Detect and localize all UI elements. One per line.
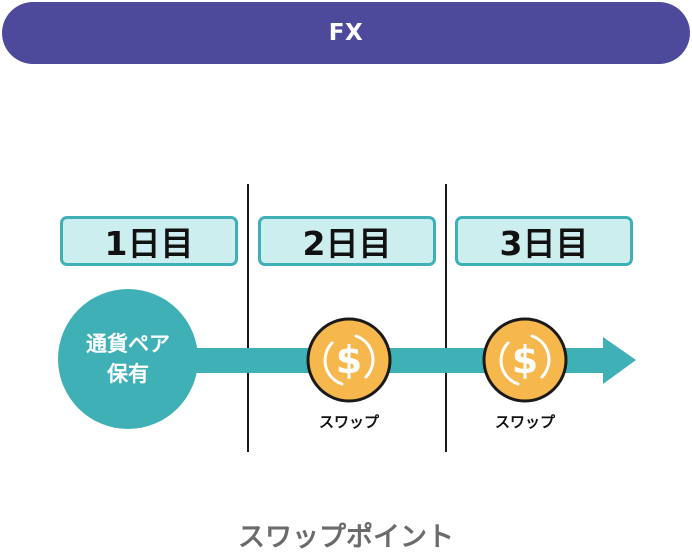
currency-pair-holding-circle: 通貨ペア 保有 — [58, 289, 198, 429]
day-label: 1日目 — [104, 224, 194, 263]
dollar-coin-icon: $ — [306, 317, 392, 403]
holding-label: 通貨ペア 保有 — [86, 332, 170, 386]
svg-text:$: $ — [512, 338, 538, 382]
day-divider — [247, 184, 249, 452]
day-box-2: 2日目 — [258, 216, 436, 266]
header-title: FX — [328, 20, 364, 46]
header-bar: FX — [2, 2, 690, 64]
day-divider — [445, 184, 447, 452]
day-box-1: 1日目 — [60, 216, 238, 266]
svg-text:$: $ — [336, 338, 362, 382]
day-box-3: 3日目 — [455, 216, 633, 266]
swap-point-caption: スワップポイント — [238, 522, 454, 553]
day-label: 3日目 — [499, 224, 589, 263]
swap-label: スワップ — [318, 413, 379, 431]
dollar-coin-icon: $ — [482, 317, 568, 403]
swap-label: スワップ — [494, 413, 555, 431]
timeline-arrowhead — [603, 337, 636, 384]
day-label: 2日目 — [302, 224, 392, 263]
